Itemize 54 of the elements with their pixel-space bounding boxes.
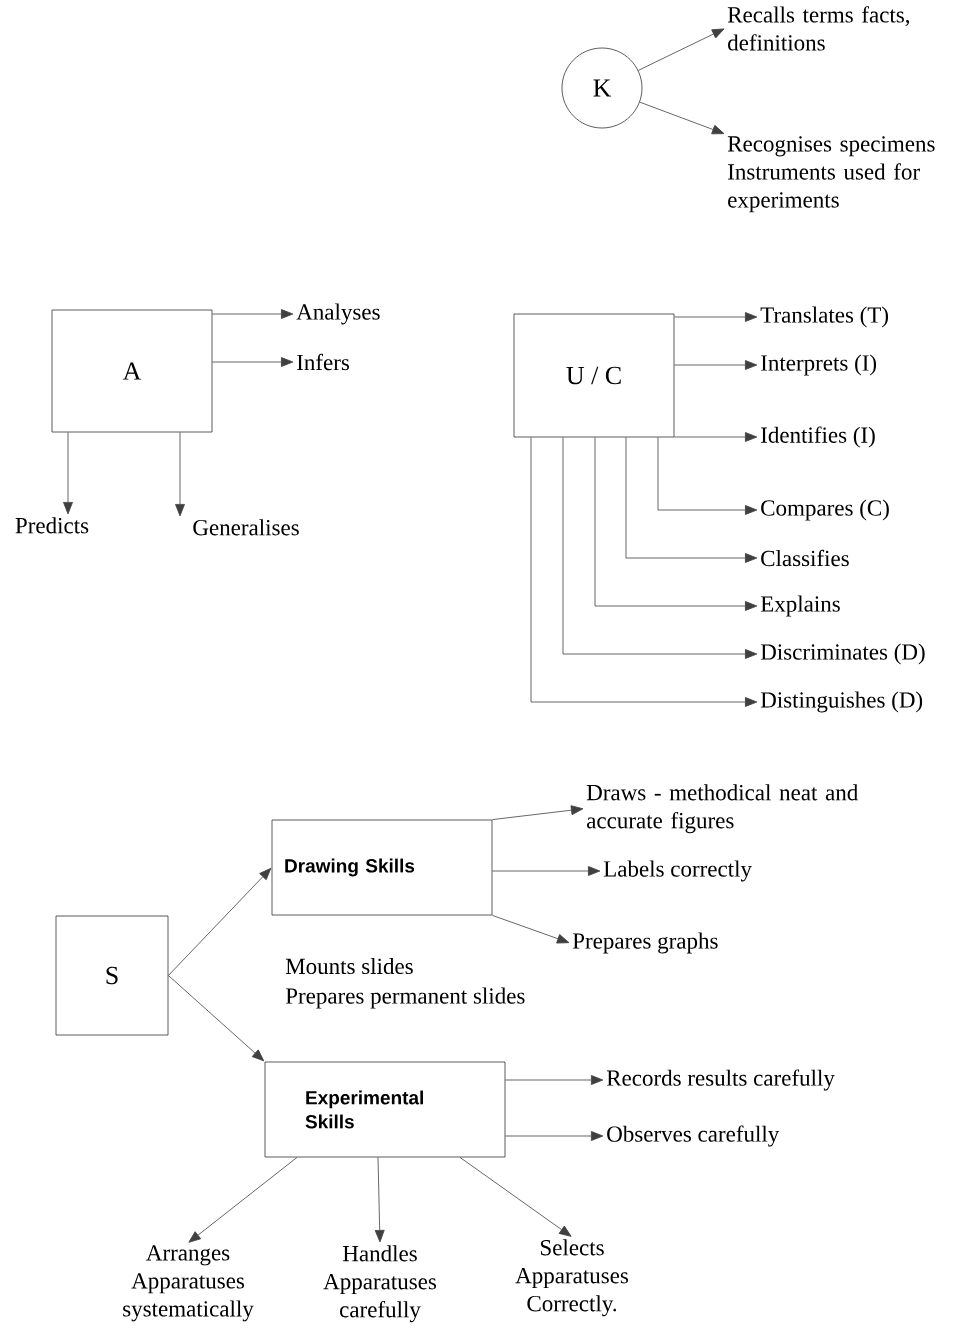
- arrow: [562, 437, 758, 659]
- outcome-text: Infers: [297, 353, 349, 371]
- outcome-text: Observes carefully: [607, 1125, 780, 1147]
- outcome-text: Draws - methodical neat and accurate figures: [586, 784, 858, 834]
- note-text: Mounts slides: [285, 957, 413, 975]
- outcome-text: Records results carefully: [606, 1069, 835, 1091]
- arrow: [212, 357, 294, 367]
- outcome-text: Identifies (I): [761, 426, 875, 448]
- process-box: A: [51, 309, 213, 433]
- outcome-text: Classifies: [761, 549, 849, 567]
- outcome-text: Translates (T): [760, 306, 888, 328]
- outcome-text: Generalises: [193, 519, 299, 536]
- note-text: Prepares permanent slides: [285, 987, 525, 1009]
- arrow: [492, 805, 584, 820]
- outcome-text: Explains: [760, 595, 840, 617]
- outcome-text: Predicts: [15, 517, 89, 534]
- arrow: [63, 432, 73, 515]
- outcome-text: Selects Apparatuses Correctly.: [515, 1239, 628, 1317]
- arrow: [625, 437, 758, 563]
- outcome-text: Recognises specimens Instruments used for experiments: [727, 136, 935, 213]
- process-box: S: [55, 915, 169, 1036]
- outcome-text: Discriminates (D): [760, 643, 925, 665]
- outcome-text: Prepares graphs: [572, 932, 718, 954]
- outcome-text: Analyses: [296, 303, 380, 325]
- outcome-text: Compares (C): [761, 499, 889, 521]
- outcome-text: Interprets (I): [761, 354, 877, 376]
- arrow: [637, 28, 725, 71]
- outcome-text: Recalls terms facts, definitions: [727, 6, 910, 51]
- arrow: [168, 975, 265, 1062]
- arrow: [168, 867, 272, 976]
- arrow: [674, 360, 758, 370]
- arrow: [212, 309, 294, 319]
- arrow: [674, 312, 758, 322]
- arrow: [639, 101, 725, 135]
- arrow: [175, 432, 185, 517]
- arrow: [674, 432, 758, 442]
- outcome-text: Labels correctly: [603, 860, 752, 882]
- arrow: [594, 437, 758, 611]
- arrow: [492, 866, 601, 876]
- arrow: [657, 437, 758, 515]
- arrow: [505, 1131, 604, 1141]
- circle-node: K: [561, 47, 643, 129]
- outcome-text: Arranges Apparatuses systematically: [123, 1245, 254, 1322]
- arrow: [459, 1157, 572, 1237]
- arrow: [530, 437, 758, 707]
- outcome-text: Distinguishes (D): [760, 691, 923, 713]
- skill-box: Experimental Skills: [264, 1061, 506, 1158]
- arrow: [374, 1157, 385, 1243]
- skill-box: Drawing Skills: [271, 819, 493, 916]
- arrow: [188, 1157, 298, 1243]
- outcome-text: Handles Apparatuses carefully: [323, 1245, 436, 1323]
- arrow: [492, 915, 570, 944]
- process-box: U / C: [513, 313, 675, 438]
- arrow: [505, 1075, 604, 1085]
